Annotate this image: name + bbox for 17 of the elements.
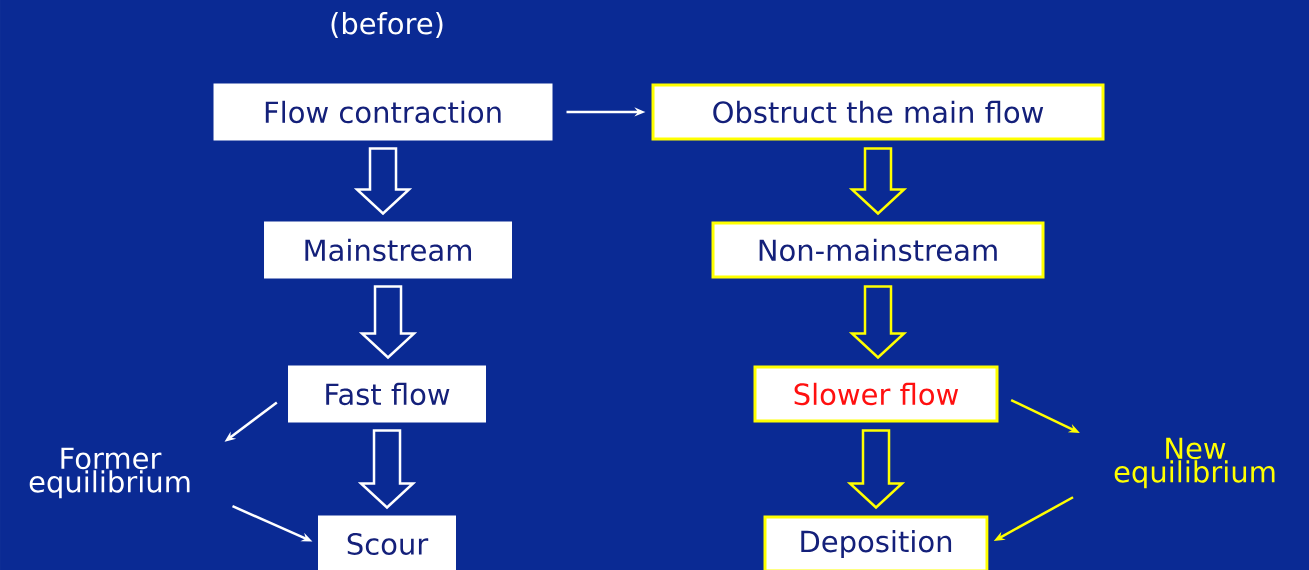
block-arrow — [353, 147, 413, 216]
process-box: Obstruct the main flow — [651, 83, 1105, 141]
text-label: New equilibrium — [1114, 437, 1275, 489]
text-label: Former equilibrium — [29, 447, 190, 499]
block-arrow — [846, 429, 906, 510]
note-text: (before) — [331, 12, 443, 38]
block-arrow — [848, 285, 908, 360]
process-box: Deposition — [763, 515, 989, 570]
process-box: Mainstream — [264, 221, 512, 279]
block-arrow — [357, 429, 417, 510]
process-box: Non-mainstream — [711, 221, 1045, 279]
process-box: Slower flow — [753, 365, 999, 423]
block-arrow — [848, 147, 908, 216]
block-arrow — [358, 285, 418, 360]
process-box: Scour — [318, 515, 456, 570]
process-box: Fast flow — [288, 365, 486, 423]
process-box: Flow contraction — [213, 83, 553, 141]
